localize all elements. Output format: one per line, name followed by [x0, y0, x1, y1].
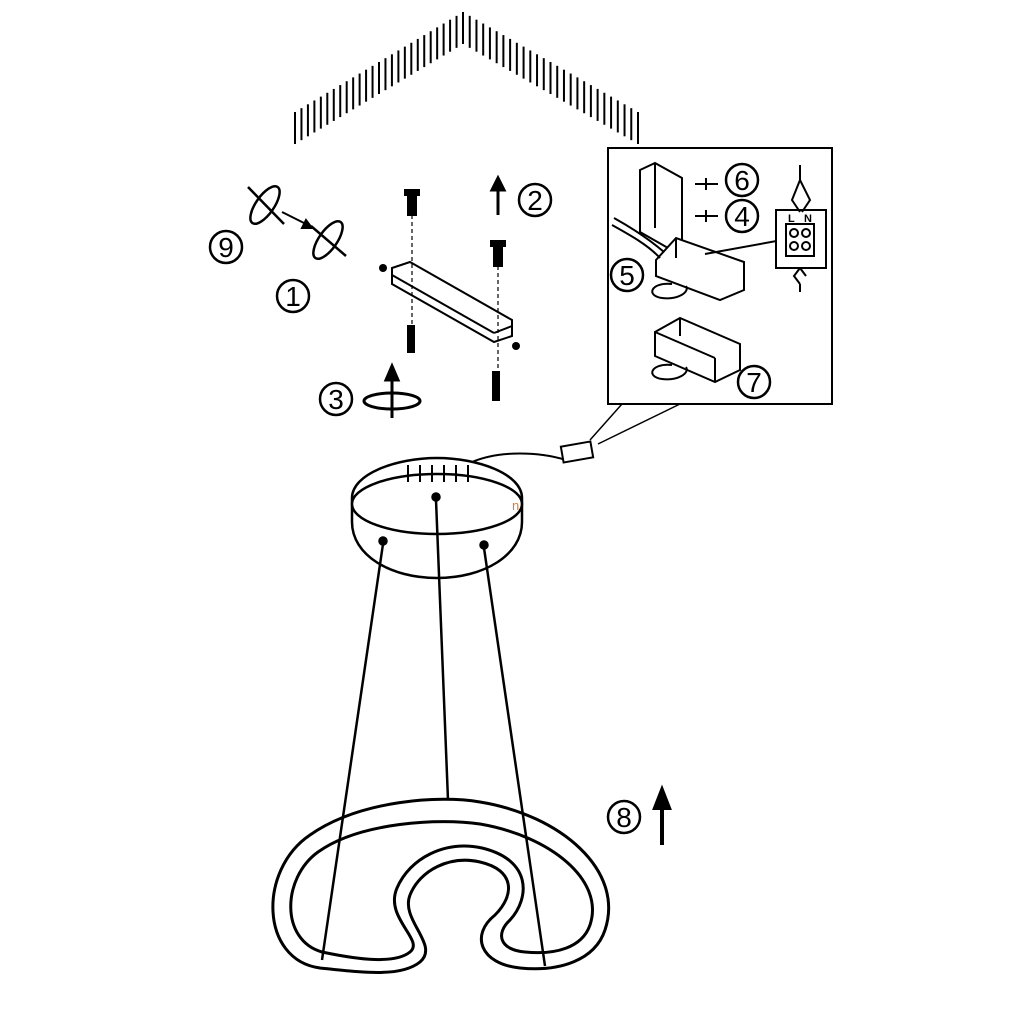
arrow-up-step-2 — [489, 174, 507, 215]
callout-number: 4 — [734, 201, 750, 232]
detail-cables — [611, 217, 783, 259]
lamp-ring — [271, 797, 611, 974]
callout-step-2: 2 — [517, 182, 553, 218]
detail-callout-line — [589, 403, 681, 445]
callout-circle — [275, 278, 311, 314]
ceiling-hatch — [294, 12, 639, 144]
connector-closeup — [775, 165, 827, 292]
callout-step-5: 5 — [609, 257, 645, 293]
callout-circle — [318, 381, 354, 417]
callout-circle — [517, 182, 553, 218]
screw-left-bottom — [407, 325, 415, 353]
canopy-mark-label: n — [512, 498, 519, 513]
callout-number: 7 — [746, 367, 762, 398]
callout-number: 8 — [616, 802, 632, 833]
arrow-up-step-8 — [652, 784, 672, 845]
callout-number: 2 — [527, 185, 543, 216]
callout-step-7: 7 — [736, 364, 772, 400]
power-cable — [471, 452, 567, 463]
small-nut-left — [379, 264, 387, 272]
callout-step-6: 6 — [724, 162, 760, 198]
callout-circle — [724, 162, 760, 198]
plug-arrow — [281, 211, 314, 229]
callout-step-8: 8 — [606, 799, 642, 835]
terminal-left-label: L — [788, 213, 795, 225]
step-callouts: 1 2 3 4 5 6 7 8 9 — [208, 162, 772, 835]
mounting-loop-bottom — [651, 363, 688, 381]
suspension-wires — [320, 499, 547, 967]
terminal-block — [655, 236, 745, 302]
callout-number: 1 — [285, 281, 301, 312]
callout-number: 5 — [619, 260, 635, 291]
mounting-loop-top — [651, 282, 688, 300]
detail-bracket — [639, 161, 683, 250]
callout-step-9: 9 — [208, 229, 244, 265]
callout-circle — [736, 364, 772, 400]
driver-box — [654, 316, 741, 384]
callout-number: 6 — [734, 165, 750, 196]
callout-circle — [208, 229, 244, 265]
callout-number: 9 — [218, 232, 234, 263]
callout-step-3: 3 — [318, 381, 354, 417]
screw-left-top — [404, 189, 420, 216]
rotate-arrow-step-3 — [362, 362, 422, 418]
callout-step-4: 4 — [724, 198, 760, 234]
cable-connector — [559, 440, 595, 464]
callout-step-1: 1 — [275, 278, 311, 314]
callout-circle — [606, 799, 642, 835]
terminal-right-label: N — [804, 213, 812, 225]
small-nut-right — [512, 342, 520, 350]
bracket-guide-lines — [411, 215, 499, 372]
wall-plug-left — [247, 185, 285, 225]
callout-number: 3 — [328, 384, 344, 415]
callout-circle — [609, 257, 645, 293]
callout-circle — [724, 198, 760, 234]
detail-screws — [695, 178, 718, 222]
screw-right-top — [490, 240, 506, 267]
screw-right-bottom — [492, 371, 500, 401]
mounting-bracket — [391, 260, 513, 344]
wall-plug-right — [310, 220, 347, 260]
